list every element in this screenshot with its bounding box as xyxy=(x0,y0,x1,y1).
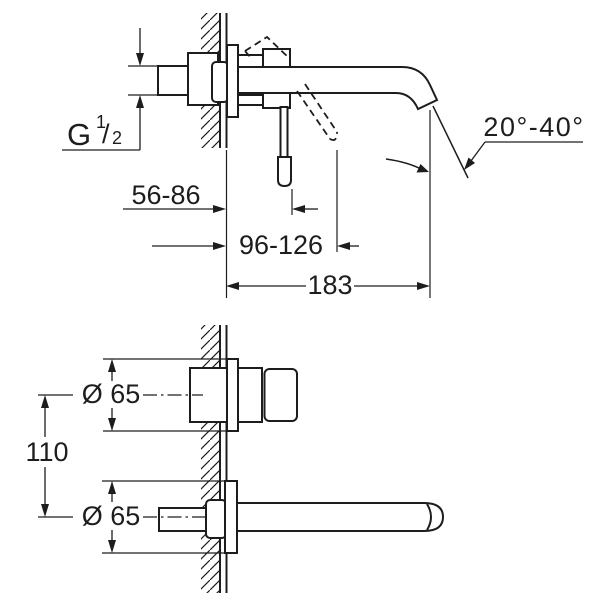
bottom-view-section: Ø 65 Ø 65 110 xyxy=(25,325,445,593)
thread-label-sub: 2 xyxy=(112,128,122,148)
dim-handle-label: 96-126 xyxy=(239,230,323,260)
mount-ring-bottom xyxy=(237,94,264,106)
dim-diameter-lower-label: Ø 65 xyxy=(82,501,141,531)
spout-tube-front xyxy=(236,502,445,532)
handle-escutcheon xyxy=(226,358,239,432)
valve-housing-bottom xyxy=(262,92,291,109)
mount-ring-top xyxy=(237,54,264,68)
dim-thread: G 1 / 2 xyxy=(62,28,157,152)
lever-tip xyxy=(277,156,292,188)
handle-base-cylinder xyxy=(237,367,263,423)
handle-assembly xyxy=(189,358,298,432)
dim-depth-label: 56-86 xyxy=(131,180,200,210)
dim-diameter-upper-label: Ø 65 xyxy=(82,379,141,409)
centerlines xyxy=(143,394,208,518)
thread-label-main: G xyxy=(67,117,91,152)
faucet-body-side xyxy=(157,44,439,188)
swivel-arc-arrow xyxy=(385,158,424,171)
spout-side xyxy=(237,66,439,111)
dim-handle-reach: 96-126 xyxy=(152,150,359,260)
dim-spout-reach: 183 xyxy=(225,110,431,300)
cartridge-connector xyxy=(211,61,229,103)
spout-escutcheon xyxy=(224,480,238,554)
dim-reach-label: 183 xyxy=(307,270,352,300)
dim-depth: 56-86 xyxy=(123,180,318,215)
angle-range-label: 20°-40° xyxy=(483,112,584,142)
dim-spacing-label: 110 xyxy=(25,437,68,467)
handle-knob xyxy=(263,368,298,422)
thread-label-slash: / xyxy=(102,119,110,149)
dim-diameter-upper: Ø 65 xyxy=(82,358,228,432)
spout-tip-seam xyxy=(426,503,432,531)
valve-housing-top xyxy=(262,48,291,68)
spout-connector xyxy=(205,499,227,539)
lever-open-position-dashed xyxy=(244,35,338,141)
thread-label-sup: 1 xyxy=(96,112,106,132)
lever-rod xyxy=(279,106,289,159)
spout-assembly xyxy=(158,480,445,554)
top-view-side-section: G 1 / 2 56-86 96-126 xyxy=(62,13,584,300)
escutcheon-side xyxy=(226,44,239,118)
dim-diameter-lower: Ø 65 xyxy=(82,480,226,554)
spout-supply-pipe xyxy=(158,507,209,532)
dim-spout-angle: 20°-40° xyxy=(385,105,584,179)
dim-vertical-spacing: 110 xyxy=(25,394,73,518)
